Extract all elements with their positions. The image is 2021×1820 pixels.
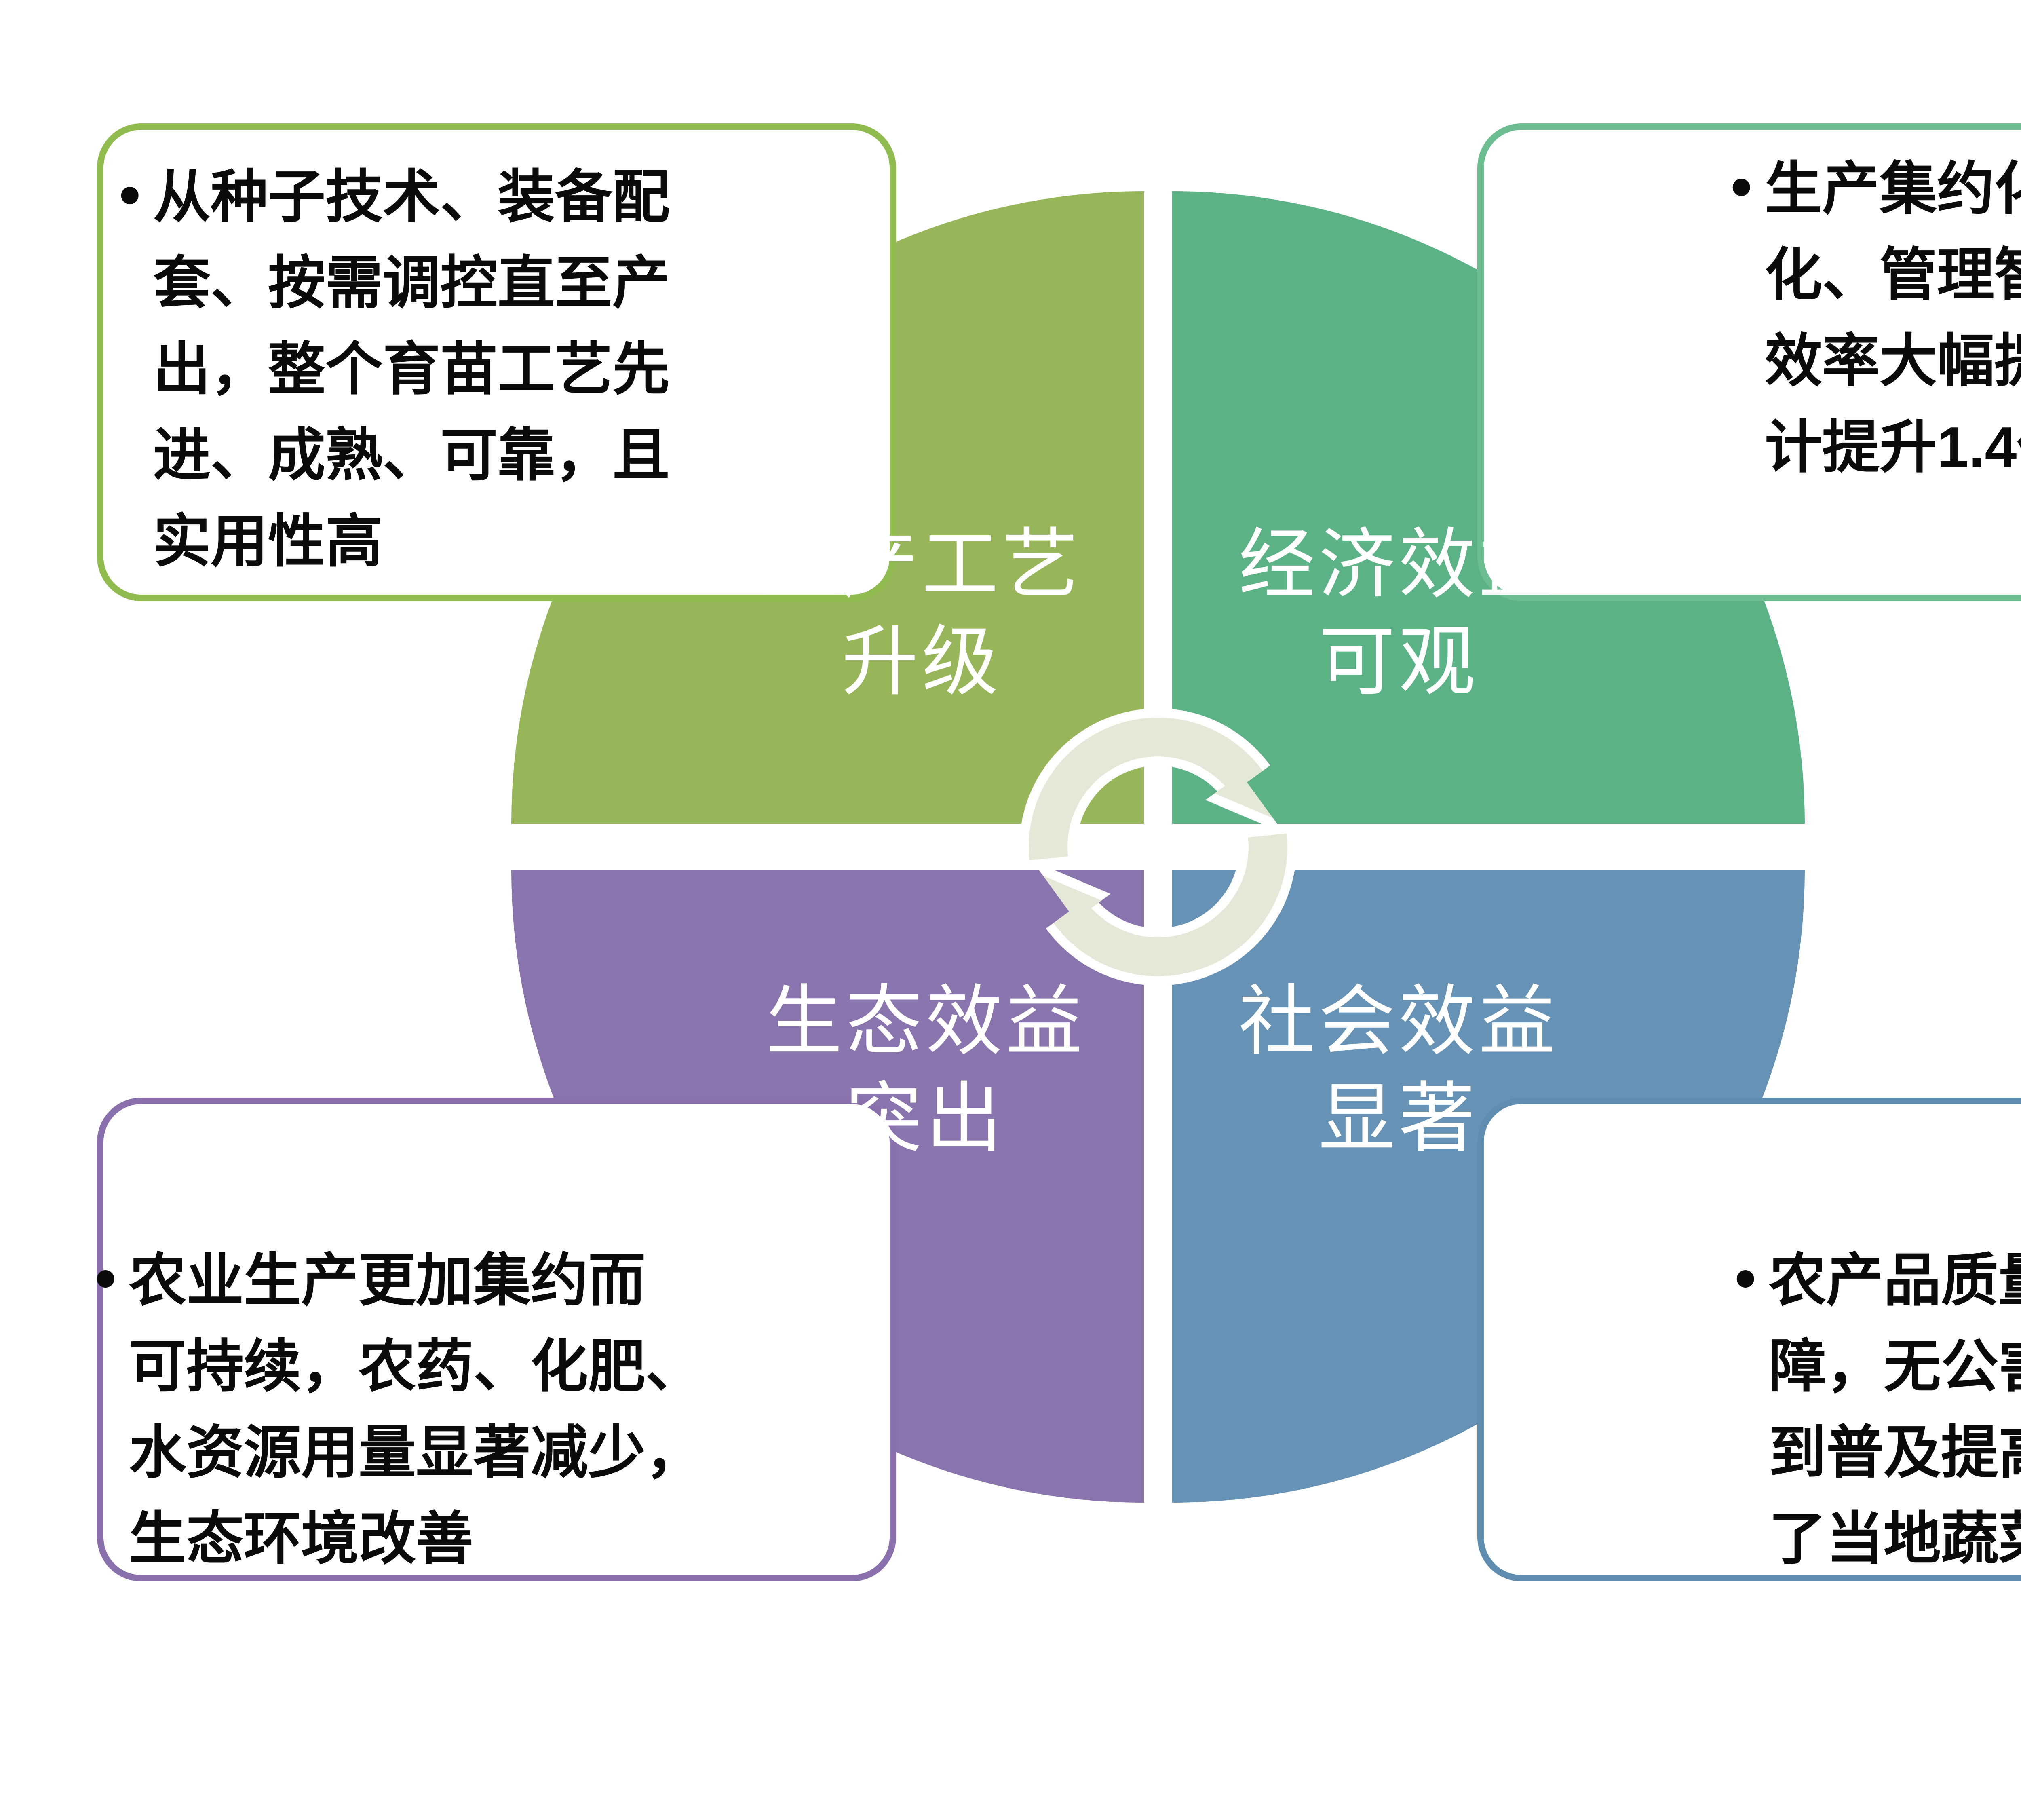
callout-text-bottom-left: • 农业生产更加集约而 可持续，农药、化肥、 水资源用量显著减少， 生态环境改善 [95,1237,897,1582]
callout-line: 计提升1.4倍 [1765,415,2021,479]
callout-line: 生态环境改善 [129,1507,473,1571]
callout-line: 农产品质量安全得到保 [1769,1248,2021,1313]
quadrant-label-social-benefit: 社会效益 显著 [1176,973,1621,1167]
cycle-arrow-top [1019,708,1247,861]
label-line: 升级 [841,617,1002,706]
callout-box-top-right [1477,123,2021,601]
callout-text-top-left: • 从种子技术、装备配 套、按需调控直至产 出，整个育苗工艺先 进、成熟、可靠，… [119,154,881,585]
callout-line: 出，整个育苗工艺先 [153,337,670,401]
quadrant-label-production-process: 生产工艺 升级 [699,516,1144,710]
label-line: 生产工艺 [761,520,1082,609]
callout-line: 化、管理智能化、生产 [1765,243,2021,307]
label-line: 突出 [845,1074,1006,1163]
callout-line: 可持续，农药、化肥、 [129,1334,703,1399]
callout-text-bottom-right: • 农产品质量安全得到保 障，无公害生产技术得 到普及提高，有力促进 了当地蔬菜… [1735,1237,2021,1582]
bullet-icon: • [1731,152,1752,220]
quadrant-label-ecological-benefit: 生态效益 突出 [703,973,1148,1167]
bullet-icon: • [95,1244,116,1312]
callout-line: 进、成熟、可靠，且 [153,423,670,488]
callout-box-bottom-right [1477,1098,2021,1581]
label-line: 可观 [1318,617,1479,706]
callout-line: 障，无公害生产技术得 [1769,1334,2021,1399]
callout-box-top-left [97,123,896,601]
callout-line: 实用性高 [153,509,383,574]
callout-line: 水资源用量显著减少， [129,1421,703,1485]
callout-line: 效率大幅提高，产量预 [1765,329,2021,393]
callout-line: 农业生产更加集约而 [129,1248,646,1313]
callout-line: 了当地蔬菜产业升级 [1769,1507,2021,1571]
label-line: 显著 [1318,1074,1479,1163]
callout-line: 从种子技术、装备配 [153,165,670,229]
cycle-arrow-bottom [1069,832,1297,986]
bullet-icon: • [119,160,141,228]
cycle-arrows-icon [1019,708,1297,986]
callout-line: 到普及提高，有力促进 [1769,1421,2021,1485]
bullet-icon: • [1735,1244,1756,1312]
label-line: 生态效益 [765,977,1086,1066]
quadrant-label-economic-benefit: 经济效益 可观 [1176,516,1621,710]
callout-line: 套、按需调控直至产 [153,251,670,315]
callout-box-bottom-left [97,1098,896,1581]
label-line: 社会效益 [1238,977,1559,1066]
label-line: 经济效益 [1238,520,1559,609]
